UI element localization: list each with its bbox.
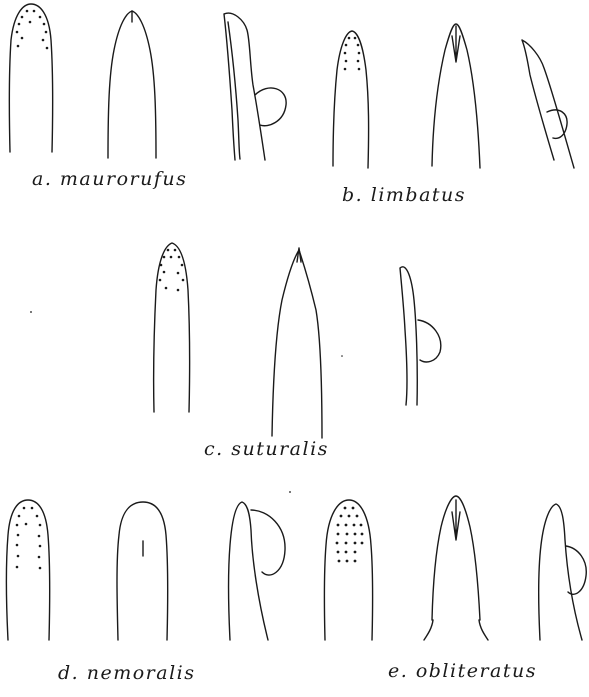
c-lateral-view: [400, 267, 441, 405]
a-dorsal-dots: [16, 10, 49, 50]
d-dorsal-dots: [16, 507, 42, 570]
caption-b: b. limbatus: [342, 184, 466, 206]
c-ventral-view: [272, 250, 322, 438]
figure-c-drawings: [154, 243, 441, 438]
figure-a-drawings: [9, 4, 286, 160]
b-dorsal-view: [333, 31, 369, 168]
a-dorsal-view: [9, 4, 52, 152]
e-ventral-slit: [452, 500, 460, 540]
d-dorsal-view: [7, 500, 50, 640]
a-lateral-view: [224, 13, 286, 160]
figure-b-drawings: [333, 24, 574, 168]
a-ventral-view: [108, 11, 156, 158]
b-ventral-slit: [452, 26, 460, 62]
e-lateral-view: [539, 504, 587, 640]
c-dorsal-view: [154, 243, 190, 412]
figure-e-drawings: [324, 496, 586, 640]
caption-e: e. obliteratus: [388, 660, 537, 682]
d-ventral-view: [117, 502, 168, 640]
caption-a: a. maurorufus: [32, 168, 187, 190]
c-ventral-tip: [297, 248, 301, 262]
e-dorsal-view: [324, 500, 372, 640]
e-dorsal-dots: [336, 507, 364, 563]
d-lateral-view: [229, 502, 286, 640]
e-ventral-base-flare: [424, 620, 488, 640]
figure-d-drawings: [7, 500, 286, 640]
b-dorsal-dots: [344, 37, 361, 71]
caption-d: d. nemoralis: [58, 662, 196, 684]
stray-marks: [30, 311, 343, 493]
caption-c: c. suturalis: [204, 438, 329, 460]
b-lateral-view: [522, 40, 574, 168]
